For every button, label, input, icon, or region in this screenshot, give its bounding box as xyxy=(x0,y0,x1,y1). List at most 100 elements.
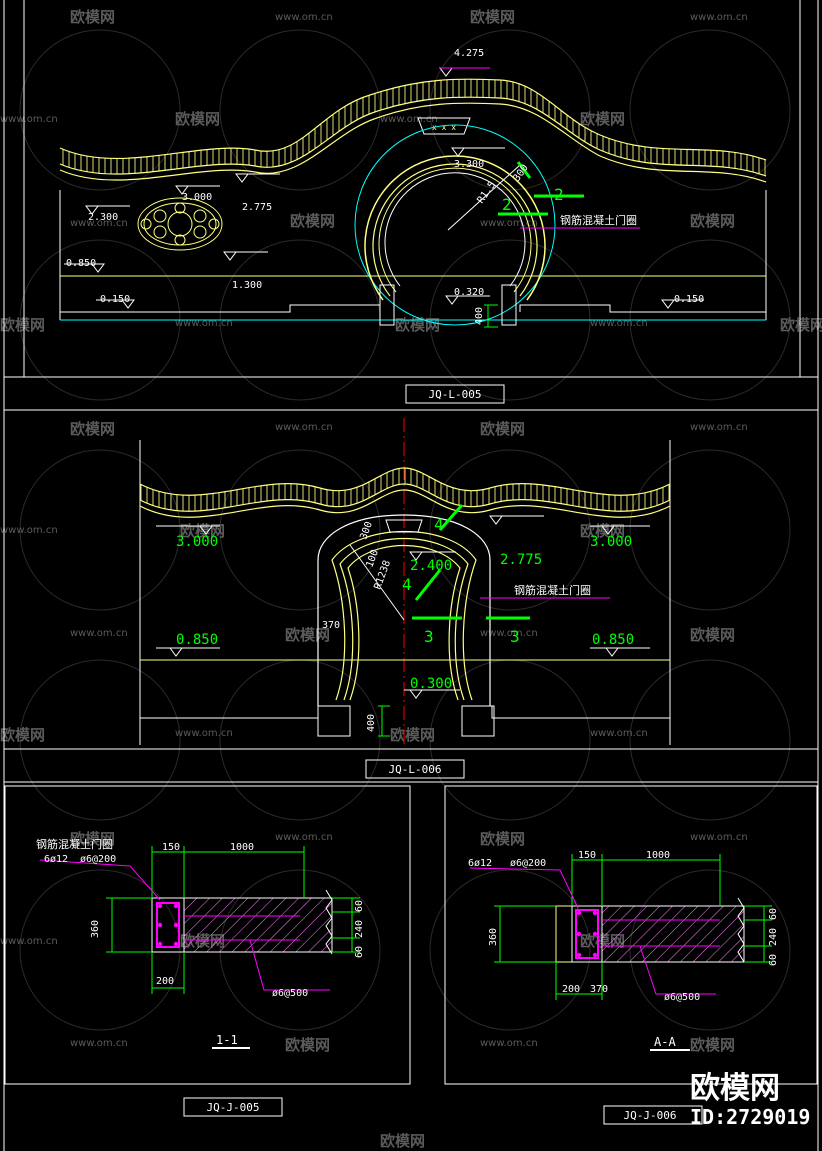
watermark-brand: 欧模网 xyxy=(780,316,822,334)
dim-240: 240 xyxy=(768,928,779,946)
section-mark: 2 xyxy=(554,185,564,204)
level-2-300: 2.300 xyxy=(88,212,118,223)
level-0-850-left: 0.850 xyxy=(176,632,218,648)
drawing-label-jq-l-005: JQ-L-005 xyxy=(429,388,482,401)
watermark-brand: 欧模网 xyxy=(690,212,735,230)
elevation-vase-gate: 3.000 2.775 3.000 2.400 0.850 0.850 0.30… xyxy=(139,418,671,745)
level-4-275: 4.275 xyxy=(454,48,484,59)
watermark-site: www.om.cn xyxy=(0,114,58,125)
watermark-ring xyxy=(19,29,791,1031)
level-2-400: 2.400 xyxy=(410,558,452,574)
dim-300: 300 xyxy=(358,520,375,541)
watermark-brand: 欧模网 xyxy=(0,316,45,334)
watermark-site: www.om.cn xyxy=(480,1038,538,1049)
stamp-id: ID:2729019 xyxy=(690,1105,810,1129)
dim-200: 200 xyxy=(156,976,174,987)
watermark-brand: 欧模网 xyxy=(290,212,335,230)
section-mark-3: 3 xyxy=(424,627,434,646)
dim-1000: 1000 xyxy=(230,842,254,853)
watermark-site: www.om.cn xyxy=(275,422,333,433)
watermark-site: www.om.cn xyxy=(70,1038,128,1049)
watermark-brand: 欧模网 xyxy=(580,110,625,128)
dim-200: 200 xyxy=(562,984,580,995)
dim-150: 150 xyxy=(162,842,180,853)
frame-lines xyxy=(3,0,819,1151)
watermark-site: www.om.cn xyxy=(275,12,333,23)
watermark-brand: 欧模网 xyxy=(70,830,115,848)
watermark-brand: 欧模网 xyxy=(690,626,735,644)
watermark-site: www.om.cn xyxy=(690,832,748,843)
watermark-brand: 欧模网 xyxy=(480,830,525,848)
rc-ring-note: 钢筋混凝土门圈 xyxy=(560,213,637,227)
watermark-site: www.om.cn xyxy=(690,12,748,23)
stamp-brand: 欧模网 xyxy=(690,1071,780,1106)
dim-150: 150 xyxy=(578,850,596,861)
section-a-a: 150 1000 360 60 240 60 200 370 6ø12 ø6@2… xyxy=(468,850,779,1051)
watermark-site: www.om.cn xyxy=(480,218,538,229)
watermark-brand: 欧模网 xyxy=(175,110,220,128)
watermark-site: www.om.cn xyxy=(590,728,648,739)
level-0-850: 0.850 xyxy=(66,258,96,269)
watermark-site: www.om.cn xyxy=(480,628,538,639)
watermark-brand: 欧模网 xyxy=(70,420,115,438)
watermark-brand: 欧模网 xyxy=(470,8,515,26)
dim-360: 360 xyxy=(90,920,101,938)
level-3-300: 3.300 xyxy=(454,159,484,170)
level-3-000-right: 3.000 xyxy=(590,534,632,550)
watermark-site: www.om.cn xyxy=(380,114,438,125)
rebar-main: 6ø12 xyxy=(44,854,68,865)
level-0-150-right: 0.150 xyxy=(674,294,704,305)
dim-240: 240 xyxy=(354,920,365,938)
watermark-site: www.om.cn xyxy=(275,832,333,843)
level-3-000: 3.000 xyxy=(182,192,212,203)
section-mark-4: 4 xyxy=(402,575,412,594)
dim-1000: 1000 xyxy=(646,850,670,861)
watermark-site: www.om.cn xyxy=(175,728,233,739)
rebar-dist: ø6@500 xyxy=(664,992,700,1003)
dim-60-bottom: 60 xyxy=(768,954,779,966)
watermark-brand: 欧模网 xyxy=(380,1132,425,1150)
lattice-window xyxy=(137,197,223,251)
watermark-site: www.om.cn xyxy=(70,218,128,229)
level-0-300: 0.300 xyxy=(410,676,452,692)
watermark-site: www.om.cn xyxy=(590,318,648,329)
rebar-tie: ø6@200 xyxy=(80,854,116,865)
watermark-brand: 欧模网 xyxy=(395,316,440,334)
level-0-150-left: 0.150 xyxy=(100,294,130,305)
level-1-300: 1.300 xyxy=(232,280,262,291)
dim-370: 370 xyxy=(590,984,608,995)
svg-text:x x x: x x x xyxy=(432,123,456,132)
drawing-label-jq-j-005: JQ-J-005 xyxy=(207,1101,260,1114)
brand-stamp: 欧模网 ID:2729019 xyxy=(690,1071,810,1129)
watermark-brand: 欧模网 xyxy=(285,1036,330,1054)
rc-ring-note: 钢筋混凝土门圈 xyxy=(514,583,591,597)
watermark-brand: 欧模网 xyxy=(285,626,330,644)
watermark-site: www.om.cn xyxy=(70,628,128,639)
rc-ring-note: 钢筋混凝土门圈 xyxy=(36,837,113,851)
rebar-tie: ø6@200 xyxy=(510,858,546,869)
section-mark-4: 4 xyxy=(434,515,444,534)
dim-60-bottom: 60 xyxy=(354,946,365,958)
dim-60-top: 60 xyxy=(768,908,779,920)
drawing-label-jq-j-006: JQ-J-006 xyxy=(624,1109,677,1122)
dim-60-top: 60 xyxy=(354,900,365,912)
watermark-brand: 欧模网 xyxy=(390,726,435,744)
section-title-a-a: A-A xyxy=(654,1035,676,1049)
level-2-775: 2.775 xyxy=(242,202,272,213)
watermark-site: www.om.cn xyxy=(0,936,58,947)
watermark-brand: 欧模网 xyxy=(480,420,525,438)
level-0-320: 0.320 xyxy=(454,287,484,298)
watermark-brand: 欧模网 xyxy=(70,8,115,26)
watermark-site: www.om.cn xyxy=(175,318,233,329)
pier-dim: 400 xyxy=(366,714,377,732)
dim-360: 360 xyxy=(488,928,499,946)
watermark-site: www.om.cn xyxy=(0,525,58,536)
section-mark-3: 3 xyxy=(510,627,520,646)
dim-100: 100 xyxy=(364,548,381,569)
watermark-brand: 欧模网 xyxy=(0,726,45,744)
side-dim-370: 370 xyxy=(322,620,340,631)
section-1-1: 150 1000 360 60 240 60 200 6ø12 ø6@200 ø… xyxy=(36,837,365,1049)
rebar-main: 6ø12 xyxy=(468,858,492,869)
watermark-site: www.om.cn xyxy=(690,422,748,433)
